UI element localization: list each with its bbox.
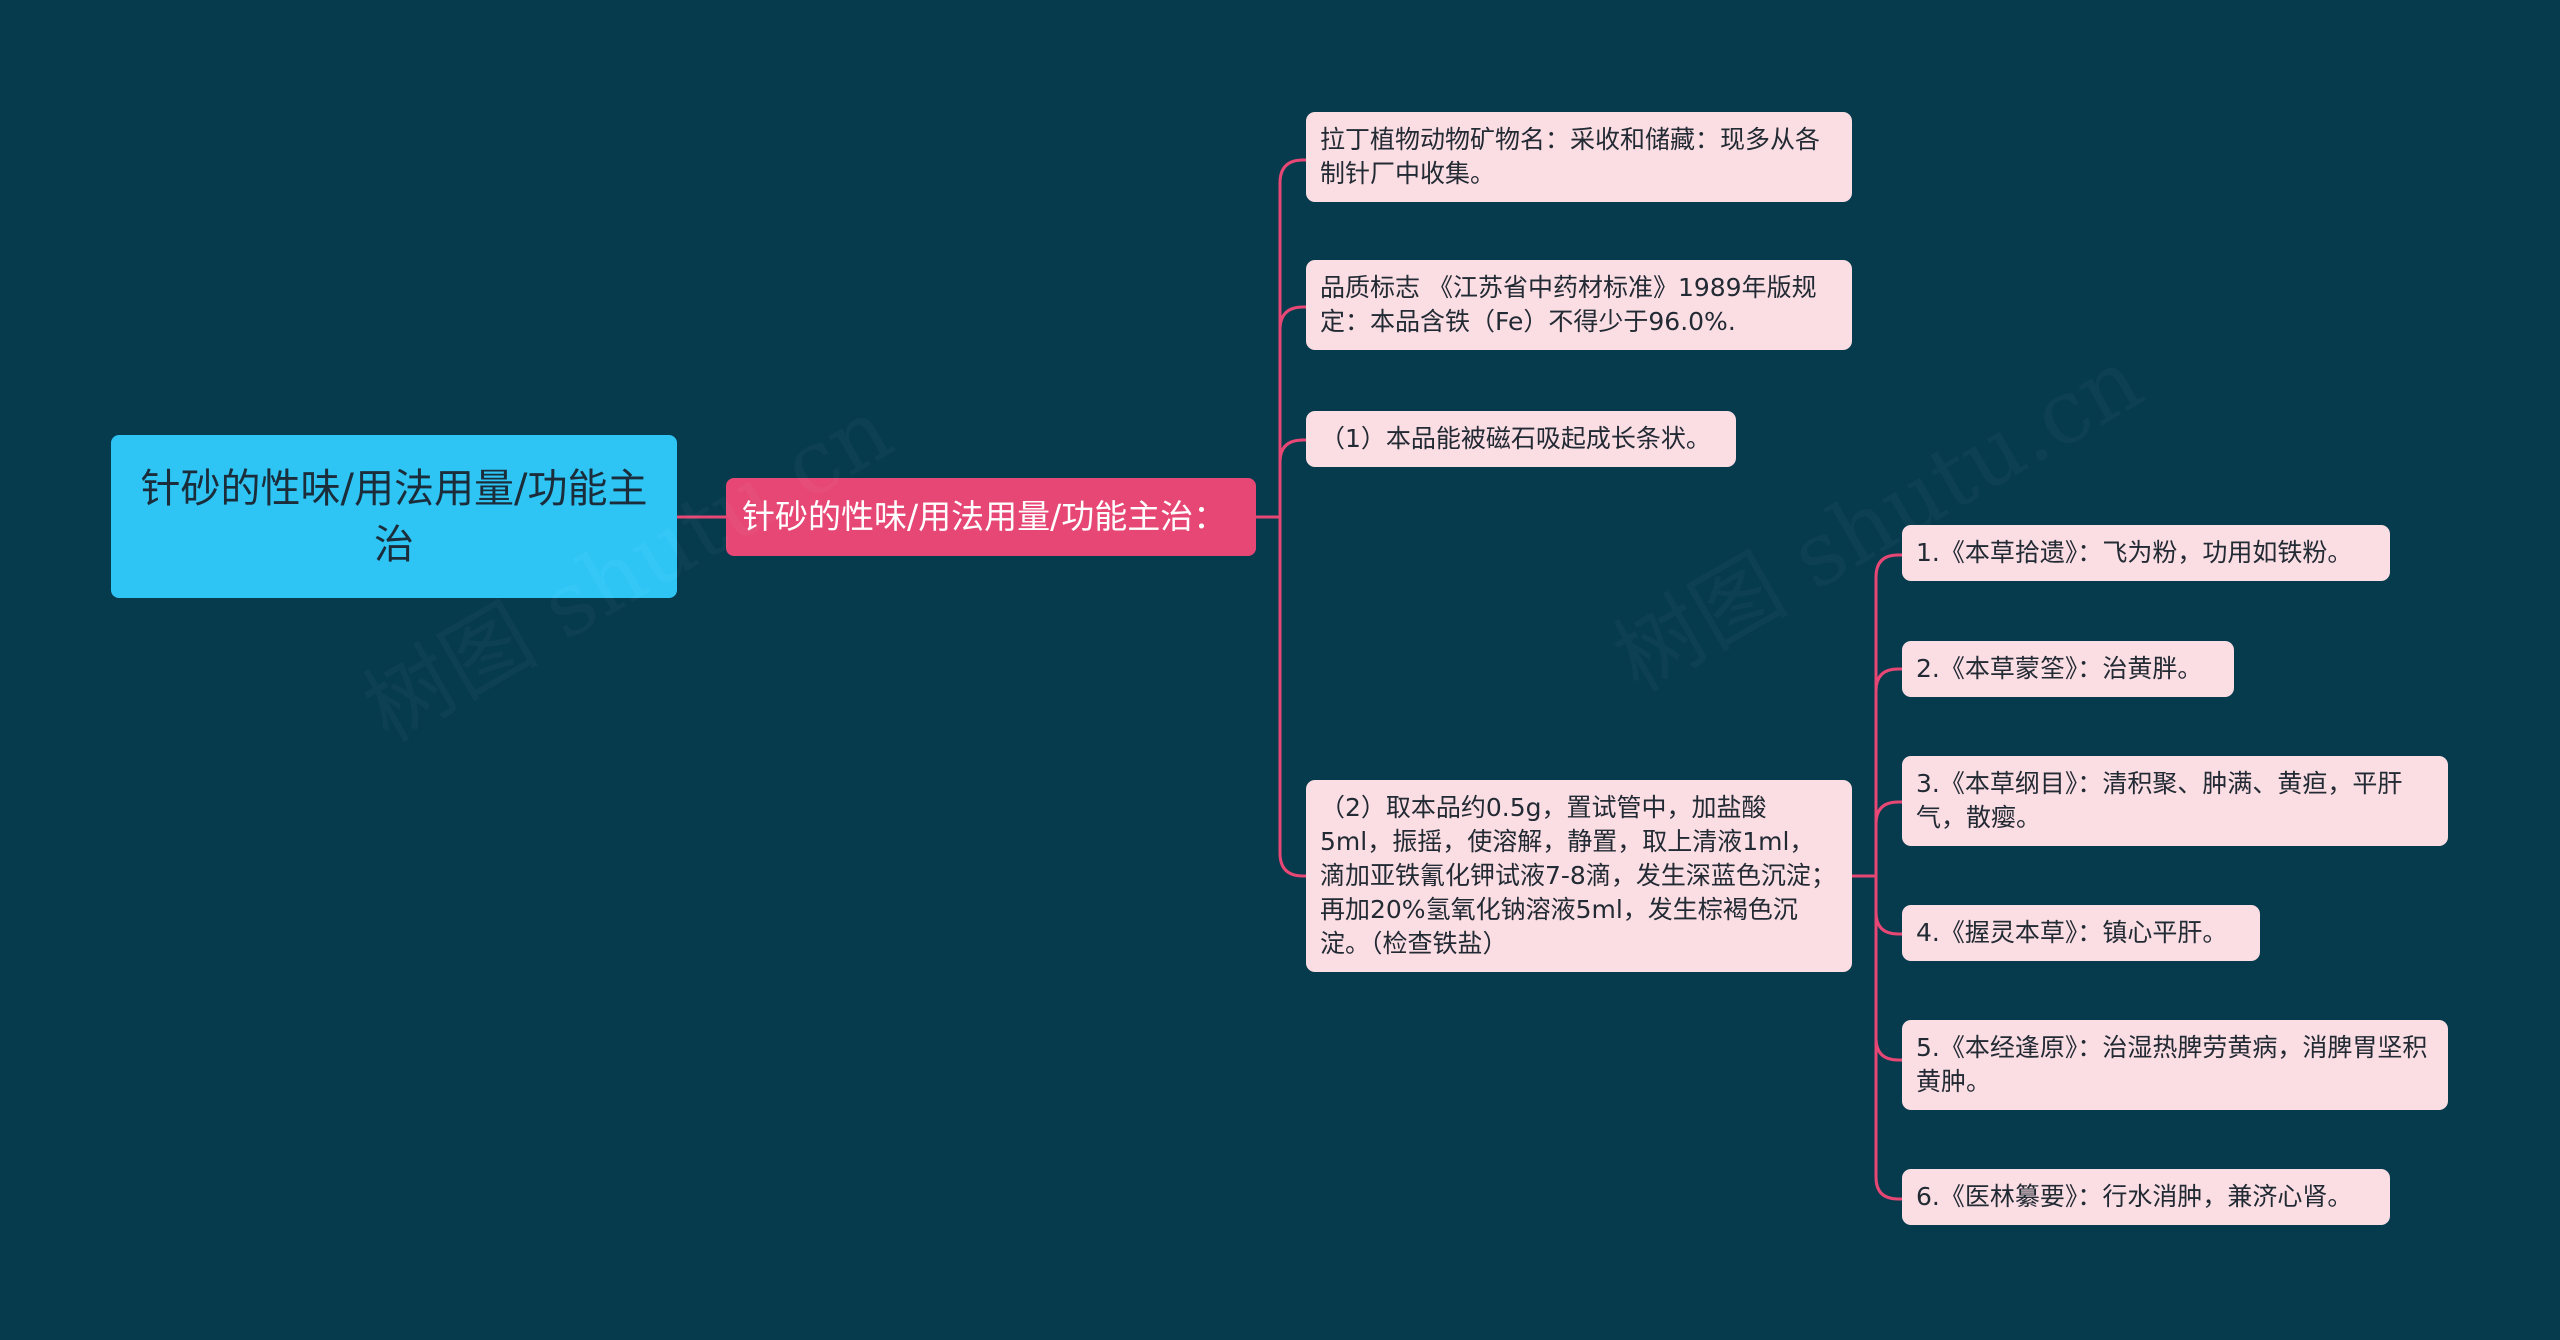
subleaf-node-label: 3.《本草纲目》：清积聚、肿满、黄疸，平肝气，散瘿。 xyxy=(1916,769,2403,832)
connector-branch-leaves xyxy=(1256,158,1306,878)
subleaf-node-label: 1.《本草拾遗》：飞为粉，功用如铁粉。 xyxy=(1916,538,2353,567)
branch-node-label: 针砂的性味/用法用量/功能主治： xyxy=(742,497,1227,536)
subleaf-node-bencao-shiyi[interactable]: 1.《本草拾遗》：飞为粉，功用如铁粉。 xyxy=(1902,525,2390,581)
leaf-node-magnet-test[interactable]: （1）本品能被磁石吸起成长条状。 xyxy=(1306,411,1736,467)
subleaf-node-benjing-fengyuan[interactable]: 5.《本经逢原》：治湿热脾劳黄病，消脾胃坚积黄肿。 xyxy=(1902,1020,2448,1110)
leaf-node-quality[interactable]: 品质标志 《江苏省中药材标准》1989年版规定：本品含铁（Fe）不得少于96.0… xyxy=(1306,260,1852,350)
root-node[interactable]: 针砂的性味/用法用量/功能主治 xyxy=(111,435,677,598)
leaf-node-latin-name[interactable]: 拉丁植物动物矿物名：采收和储藏：现多从各制针厂中收集。 xyxy=(1306,112,1852,202)
subleaf-node-label: 6.《医林纂要》：行水消肿，兼济心肾。 xyxy=(1916,1182,2353,1211)
subleaf-node-bencao-gangmu[interactable]: 3.《本草纲目》：清积聚、肿满、黄疸，平肝气，散瘿。 xyxy=(1902,756,2448,846)
leaf-node-label: 拉丁植物动物矿物名：采收和储藏：现多从各制针厂中收集。 xyxy=(1320,125,1821,188)
subleaf-node-bencao-mengquan[interactable]: 2.《本草蒙筌》：治黄胖。 xyxy=(1902,641,2234,697)
connector-leaf-subleaves xyxy=(1852,553,1902,1201)
leaf-node-chemical-test[interactable]: （2）取本品约0.5g，置试管中，加盐酸5ml，振摇，使溶解，静置，取上清液1m… xyxy=(1306,780,1852,972)
branch-node[interactable]: 针砂的性味/用法用量/功能主治： xyxy=(726,478,1256,556)
leaf-node-label: 品质标志 《江苏省中药材标准》1989年版规定：本品含铁（Fe）不得少于96.0… xyxy=(1320,273,1817,336)
root-node-label: 针砂的性味/用法用量/功能主治 xyxy=(140,465,648,568)
leaf-node-label: （2）取本品约0.5g，置试管中，加盐酸5ml，振摇，使溶解，静置，取上清液1m… xyxy=(1320,793,1836,958)
leaf-node-label: （1）本品能被磁石吸起成长条状。 xyxy=(1320,424,1711,453)
subleaf-node-label: 4.《握灵本草》：镇心平肝。 xyxy=(1916,918,2228,947)
subleaf-node-label: 2.《本草蒙筌》：治黄胖。 xyxy=(1916,654,2203,683)
subleaf-node-label: 5.《本经逢原》：治湿热脾劳黄病，消脾胃坚积黄肿。 xyxy=(1916,1033,2428,1096)
subleaf-node-yilin-zuanyao[interactable]: 6.《医林纂要》：行水消肿，兼济心肾。 xyxy=(1902,1169,2390,1225)
subleaf-node-woling-bencao[interactable]: 4.《握灵本草》：镇心平肝。 xyxy=(1902,905,2260,961)
